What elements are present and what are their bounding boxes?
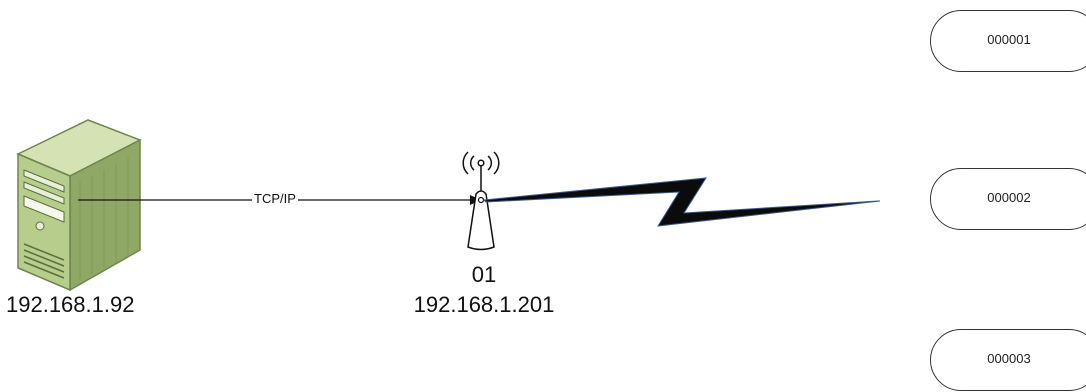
server-tower-icon [16, 119, 142, 292]
access-point-ip-label: 192.168.1.201 [413, 292, 555, 317]
node-000003[interactable]: 000003 [930, 329, 1086, 391]
node-000001[interactable]: 000001 [930, 10, 1086, 72]
lightning-bolt-icon [482, 177, 881, 227]
wireless-access-point-icon [462, 151, 500, 251]
access-point-id-label: 01 [471, 262, 497, 287]
node-label: 000002 [987, 190, 1031, 205]
node-label: 000003 [987, 351, 1031, 366]
node-000002[interactable]: 000002 [930, 168, 1086, 230]
server-ip-label: 192.168.1.92 [6, 292, 135, 317]
link-label: TCP/IP [252, 191, 298, 206]
node-label: 000001 [987, 32, 1031, 47]
